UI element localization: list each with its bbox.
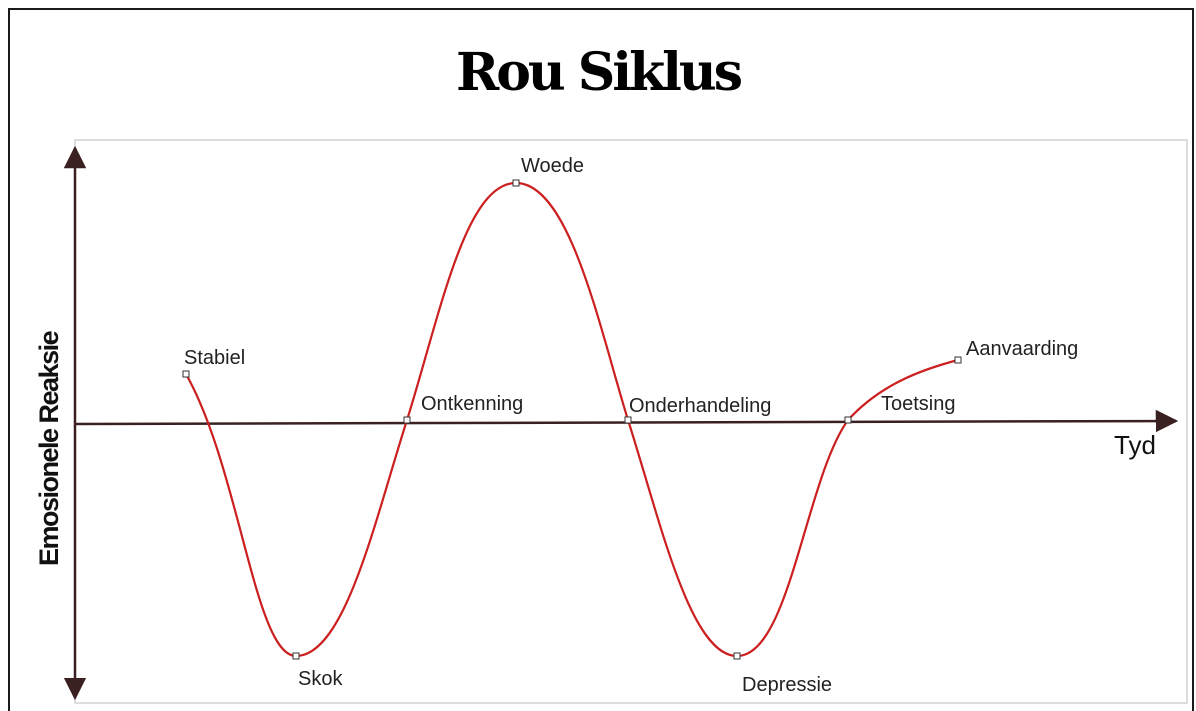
stage-label-aanvaarding: Aanvaarding	[966, 338, 1078, 360]
stage-marker-toetsing	[844, 416, 852, 424]
stage-marker-aanvaarding	[954, 356, 962, 364]
stage-label-ontkenning: Ontkenning	[421, 393, 523, 415]
diagram-title: Rou Siklus	[456, 42, 743, 103]
stage-marker-onderhandeling	[624, 416, 632, 424]
stage-label-woede: Woede	[521, 155, 584, 177]
stage-label-stabiel: Stabiel	[184, 347, 245, 369]
y-axis-label: Emosionele Reaksie	[34, 330, 64, 566]
stage-label-depressie: Depressie	[742, 674, 832, 696]
stage-marker-skok	[292, 652, 300, 660]
stage-label-toetsing: Toetsing	[881, 393, 956, 415]
stage-marker-ontkenning	[403, 416, 411, 424]
stage-marker-depressie	[733, 652, 741, 660]
stage-marker-woede	[512, 179, 520, 187]
diagram-frame	[8, 8, 1194, 711]
stage-marker-stabiel	[182, 370, 190, 378]
stage-label-skok: Skok	[298, 668, 343, 690]
grief-curve	[185, 181, 959, 658]
stage-label-onderhandeling: Onderhandeling	[629, 395, 771, 417]
x-axis-label: Tyd	[1114, 430, 1156, 460]
